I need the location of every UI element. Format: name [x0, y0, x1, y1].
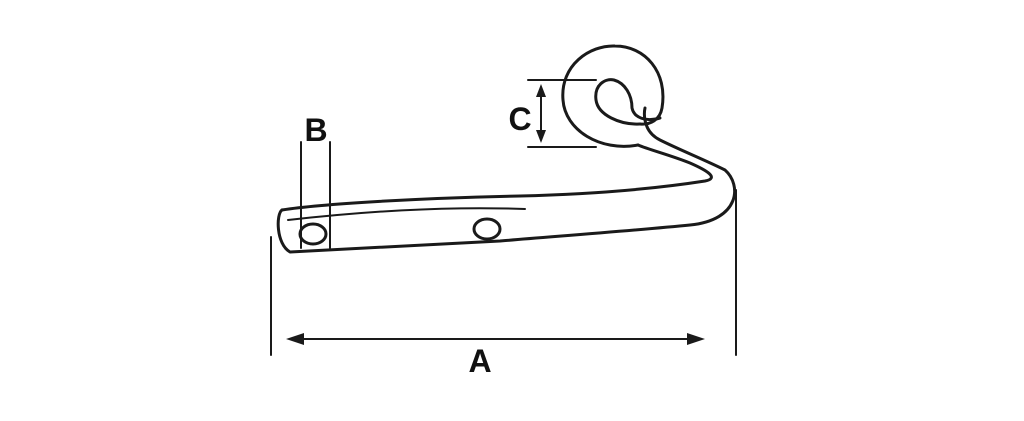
arrowhead-up: [536, 84, 546, 97]
arrowhead-left: [286, 333, 304, 345]
dimension-b: B: [300, 112, 331, 249]
hook-part: [276, 44, 737, 254]
arrowhead-right: [687, 333, 705, 345]
dimension-c: C: [508, 79, 597, 148]
strap-top-edge: [280, 143, 713, 212]
label-c: C: [508, 101, 531, 137]
mounting-hole: [472, 217, 502, 241]
mounting-hole: [298, 222, 328, 246]
hook-eye-outer: [561, 44, 665, 148]
strap-groove: [287, 207, 526, 221]
dimension-a: A: [270, 189, 737, 379]
hook-eye-inner: [594, 78, 662, 126]
arrowhead-down: [536, 130, 546, 143]
label-b: B: [304, 112, 327, 148]
strap-outline: [276, 106, 737, 254]
label-a: A: [468, 343, 491, 379]
